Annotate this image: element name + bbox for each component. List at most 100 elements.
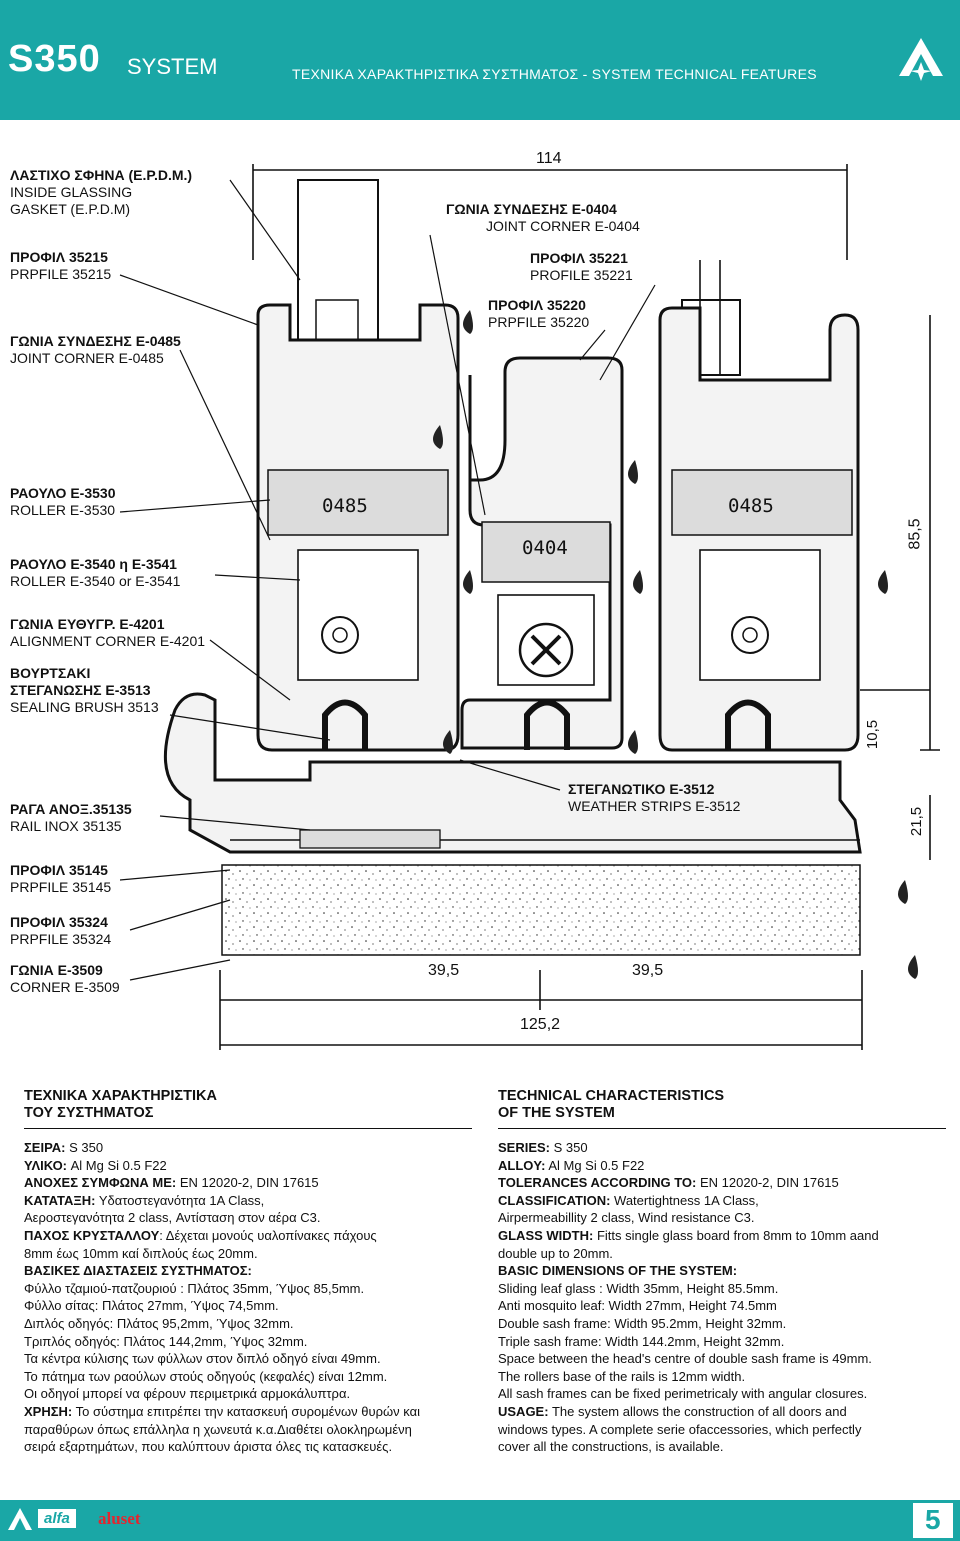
- greek-line: Διπλός οδηγός: Πλάτος 95,2mm, Ύψος 32mm.: [24, 1315, 472, 1333]
- greek-line-value: Το σύστημα επιτρέπει την κατασκευή συρομ…: [72, 1403, 420, 1419]
- greek-line-value: Οι οδηγοί μπορεί να φέρουν περιμετρικά α…: [24, 1386, 351, 1402]
- greek-line-value: EN 12020-2, DIN 17615: [176, 1175, 319, 1191]
- greek-line-value: : Δέχεται μονούς υαλοπίνακες πάχους: [159, 1227, 377, 1243]
- english-line-key: USAGE:: [498, 1403, 549, 1419]
- dim-total-width: 125,2: [520, 1016, 561, 1033]
- english-line-value: double up to 20mm.: [498, 1245, 613, 1261]
- greek-line-value: Αεροστεγανότητα 2 class, Αντίσταση στον …: [24, 1210, 321, 1226]
- english-line: GLASS WIDTH: Fitts single glass board fr…: [498, 1227, 946, 1245]
- english-line: Airpermeabillity 2 class, Wind resistanc…: [498, 1209, 946, 1227]
- greek-line: Αεροστεγανότητα 2 class, Αντίσταση στον …: [24, 1209, 472, 1227]
- greek-divider: [24, 1128, 472, 1129]
- greek-line-value: Τριπλός οδηγός: Πλάτος 144,2mm, Ύψος 32m…: [24, 1333, 308, 1349]
- english-line-value: cover all the constructions, is availabl…: [498, 1439, 724, 1455]
- dim-top: 114: [536, 150, 562, 167]
- greek-line-key: ΑΝΟΧΕΣ ΣΥΜΦΩΝΑ ΜΕ:: [24, 1175, 177, 1191]
- english-line: cover all the constructions, is availabl…: [498, 1438, 946, 1456]
- english-line: Sliding leaf glass : Width 35mm, Height …: [498, 1280, 946, 1298]
- english-line-key: CLASSIFICATION:: [498, 1192, 611, 1208]
- series-system-label: SYSTEM: [127, 54, 218, 79]
- code-label-left: 0485: [322, 495, 368, 517]
- english-line-value: S 350: [550, 1140, 588, 1155]
- greek-line-value: Φύλλο σίτας: Πλάτος 27mm, Ύψος 74,5mm.: [24, 1298, 279, 1314]
- english-divider: [498, 1128, 946, 1129]
- greek-line-key: ΚΑΤΑΤΑΞΗ:: [24, 1192, 96, 1208]
- greek-line-value: Τα κέντρα κύλισης των φύλλων στον διπλό …: [24, 1351, 381, 1367]
- greek-line: ΣΕΙΡΑ: S 350: [24, 1139, 472, 1157]
- greek-line: Τριπλός οδηγός: Πλάτος 144,2mm, Ύψος 32m…: [24, 1333, 472, 1351]
- header-features-title: ΤΕΧΝΙΚΑ ΧΑΡΑΚΤΗΡΙΣΤΙΚΑ ΣΥΣΤΗΜΑΤΟΣ - SYST…: [292, 66, 817, 82]
- english-line: CLASSIFICATION: Watertightness 1A Class,: [498, 1192, 946, 1210]
- greek-line-value: Υδατοστεγανότητα 1Α Class,: [95, 1192, 265, 1208]
- footer-logo-icon: [8, 1508, 32, 1530]
- english-line-value: All sash frames can be fixed perimetrica…: [498, 1386, 868, 1402]
- english-line-key: TOLERANCES ACCORDING TO:: [498, 1175, 697, 1191]
- english-line-value: Sliding leaf glass : Width 35mm, Height …: [498, 1280, 779, 1296]
- english-line-key: ALLOY:: [498, 1157, 546, 1173]
- english-line-key: SERIES:: [498, 1140, 551, 1155]
- english-line: All sash frames can be fixed perimetrica…: [498, 1385, 946, 1403]
- greek-line-value: Al Mg Si 0.5 F22: [67, 1157, 167, 1173]
- english-line-value: Space between the head's centre of doubl…: [498, 1351, 872, 1367]
- greek-line: 8mm έως 10mm καί διπλούς έως 20mm.: [24, 1245, 472, 1263]
- greek-line: ΚΑΤΑΤΑΞΗ: Υδατοστεγανότητα 1Α Class,: [24, 1192, 472, 1210]
- english-line: Double sash frame: Width 95.2mm, Height …: [498, 1315, 946, 1333]
- dim-width-left: 39,5: [428, 962, 460, 979]
- english-line-value: windows types. A complete serie ofaccess…: [498, 1421, 862, 1437]
- page-footer: alfa aluset 5: [0, 1500, 960, 1541]
- english-line-value: The rollers base of the rails is 12mm wi…: [498, 1368, 746, 1384]
- greek-line: ΧΡΗΣΗ: Το σύστημα επιτρέπει την κατασκευ…: [24, 1403, 472, 1421]
- greek-line-value: S 350: [65, 1140, 104, 1155]
- english-line-value: Watertightness 1A Class,: [610, 1192, 759, 1208]
- english-line: Anti mosquito leaf: Width 27mm, Height 7…: [498, 1297, 946, 1315]
- english-line: BASIC DIMENSIONS OF THE SYSTEM:: [498, 1262, 946, 1280]
- english-line: Triple sash frame: Width 144.2mm, Height…: [498, 1333, 946, 1351]
- dim-height: 85,5: [906, 518, 924, 550]
- brand-alfa: alfa: [38, 1509, 76, 1528]
- english-line: SERIES: S 350: [498, 1139, 946, 1157]
- greek-line-value: Το πάτημα των ραούλων στούς οδηγούς (κεφ…: [24, 1368, 388, 1384]
- greek-line: ΠΑΧΟΣ ΚΡΥΣΤΑΛΛΟΥ: Δέχεται μονούς υαλοπίν…: [24, 1227, 472, 1245]
- english-line: windows types. A complete serie ofaccess…: [498, 1421, 946, 1439]
- greek-line: ΥΛΙΚΟ: Al Mg Si 0.5 F22: [24, 1157, 472, 1175]
- greek-line: ΒΑΣΙΚΕΣ ΔΙΑΣΤΑΣΕΙΣ ΣΥΣΤΗΜΑΤΟΣ:: [24, 1262, 472, 1280]
- english-line-value: Anti mosquito leaf: Width 27mm, Height 7…: [498, 1298, 777, 1314]
- page-number-box: [913, 1503, 953, 1538]
- page-number: 5: [925, 1504, 941, 1535]
- dim-gap: 10,5: [864, 719, 882, 750]
- english-line-value: Al Mg Si 0.5 F22: [545, 1157, 645, 1173]
- page-header: S350 SYSTEM ΤΕΧΝΙΚΑ ΧΑΡΑΚΤΗΡΙΣΤΙΚΑ ΣΥΣΤΗ…: [0, 0, 960, 120]
- greek-line-key: ΧΡΗΣΗ:: [24, 1403, 73, 1419]
- greek-line: Τα κέντρα κύλισης των φύλλων στον διπλό …: [24, 1350, 472, 1368]
- code-label-middle: 0404: [522, 537, 568, 559]
- english-line-value: The system allows the construction of al…: [548, 1403, 847, 1419]
- greek-line: Φύλλο τζαμιού-πατζουριού : Πλάτος 35mm, …: [24, 1280, 472, 1298]
- greek-line-value: σειρά εξαρτημάτων, που καλύπτουν άριστα …: [24, 1439, 393, 1455]
- english-line-value: EN 12020-2, DIN 17615: [696, 1175, 839, 1191]
- greek-line-value: 8mm έως 10mm καί διπλούς έως 20mm.: [24, 1245, 258, 1261]
- english-line-value: Fitts single glass board from 8mm to 10m…: [593, 1227, 879, 1243]
- brand-aluset: aluset: [98, 1509, 141, 1528]
- greek-line: σειρά εξαρτημάτων, που καλύπτουν άριστα …: [24, 1438, 472, 1456]
- brand-logo-icon: [899, 38, 943, 81]
- series-model: S350: [8, 38, 101, 80]
- english-line: ALLOY: Al Mg Si 0.5 F22: [498, 1157, 946, 1175]
- english-line: The rollers base of the rails is 12mm wi…: [498, 1368, 946, 1386]
- english-line-value: Triple sash frame: Width 144.2mm, Height…: [498, 1333, 785, 1349]
- english-line: TOLERANCES ACCORDING TO: EN 12020-2, DIN…: [498, 1174, 946, 1192]
